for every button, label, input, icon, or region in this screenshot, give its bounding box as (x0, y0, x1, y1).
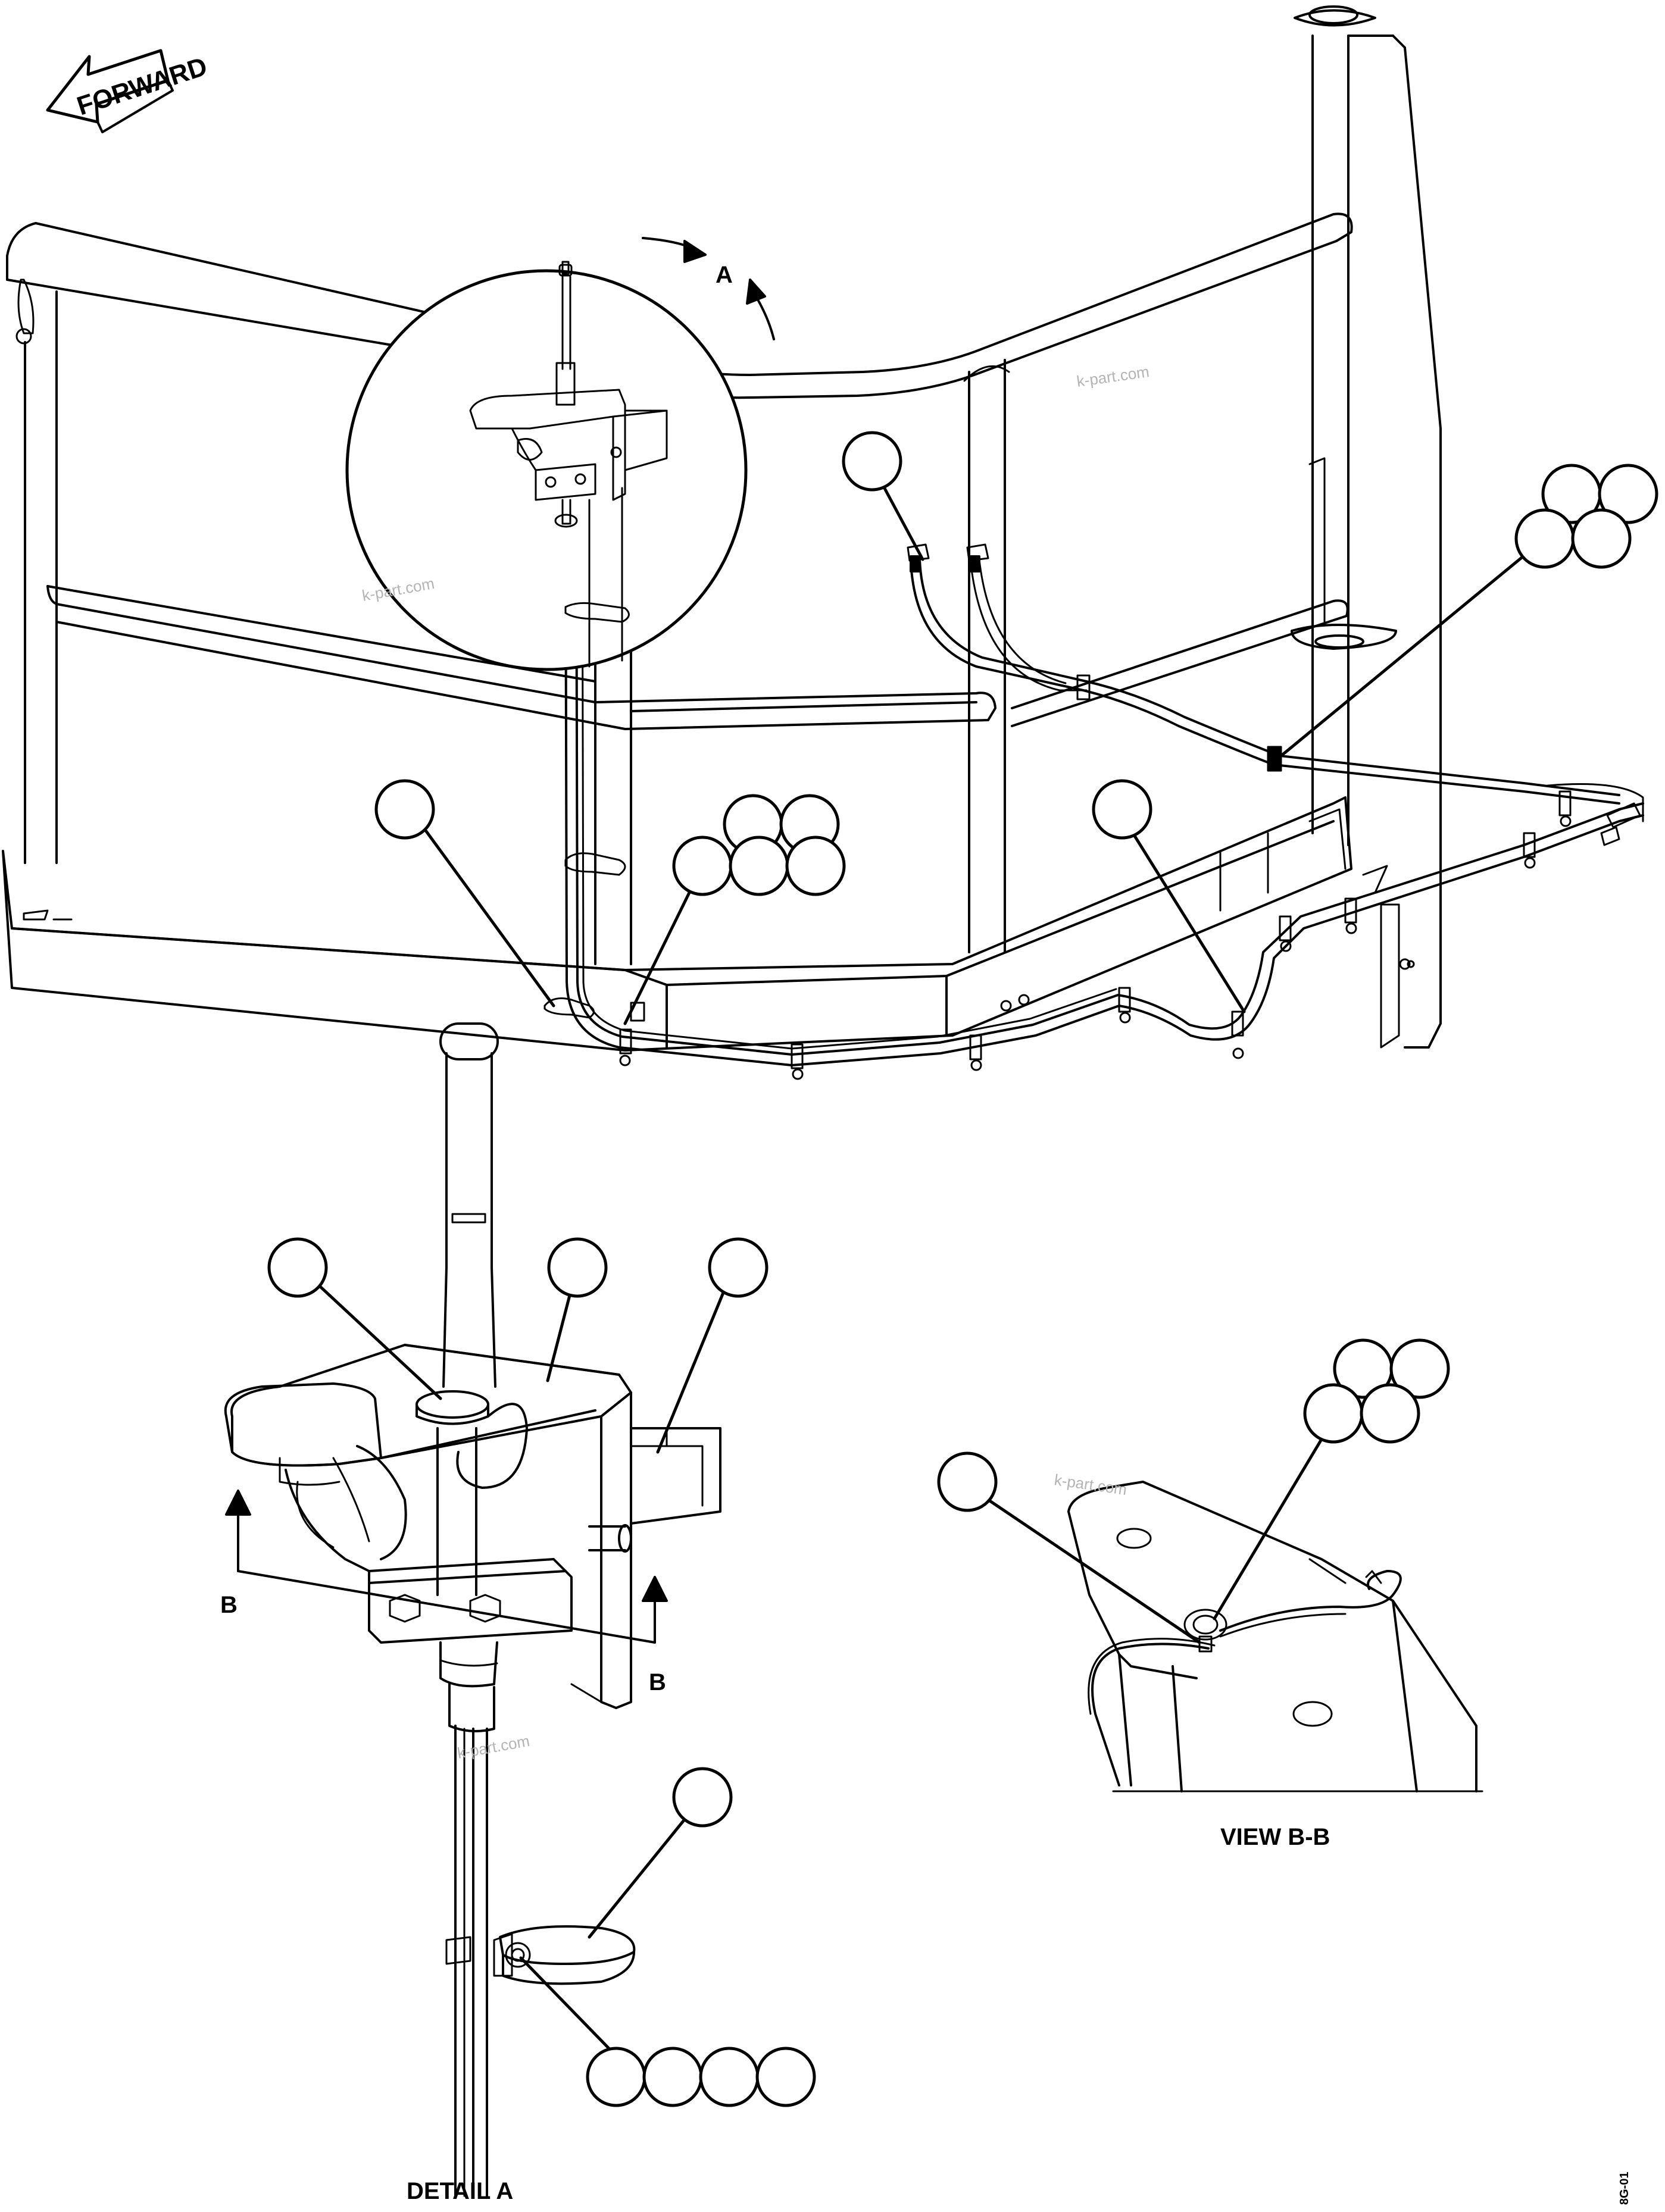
callout-detail-left (267, 1237, 442, 1400)
detail-a-circle: A (345, 237, 775, 671)
callout-detail-clamp (588, 1767, 733, 1939)
callout-main-left (374, 779, 555, 1008)
platform-railing (2, 5, 1442, 1052)
section-b-right-label: B (649, 1669, 666, 1695)
detail-a-title: DETAIL A (407, 2178, 513, 2204)
callout-balloons (267, 431, 1658, 2107)
callout-main-center (623, 794, 846, 1025)
drawing-number: 8G-01 (1618, 2172, 1631, 2205)
detail-a-view: B B DETAIL A (220, 1022, 721, 2204)
view-b-b: VIEW B-B (1067, 1481, 1483, 1850)
callout-detail-right (656, 1237, 769, 1454)
callout-detail-bottom (519, 1956, 816, 2107)
forward-label: FORWARD (73, 52, 211, 121)
forward-arrow-icon: FORWARD (46, 49, 211, 133)
antenna-harness (543, 499, 1644, 1080)
callout-view-left (937, 1451, 1201, 1644)
watermark-1: k-part.com (1076, 362, 1151, 390)
callout-main-top-right (1272, 464, 1658, 764)
callout-main-right (1092, 779, 1246, 1013)
callout-detail-center (546, 1237, 608, 1382)
watermark-4: k-part.com (1053, 1471, 1128, 1498)
detail-ref-label: A (716, 262, 733, 288)
callout-main-top-left (842, 431, 924, 561)
view-b-b-title: VIEW B-B (1220, 1824, 1330, 1850)
watermark-3: k-part.com (456, 1732, 531, 1762)
callout-view-right (1213, 1338, 1450, 1620)
section-b-left-label: B (220, 1592, 238, 1618)
